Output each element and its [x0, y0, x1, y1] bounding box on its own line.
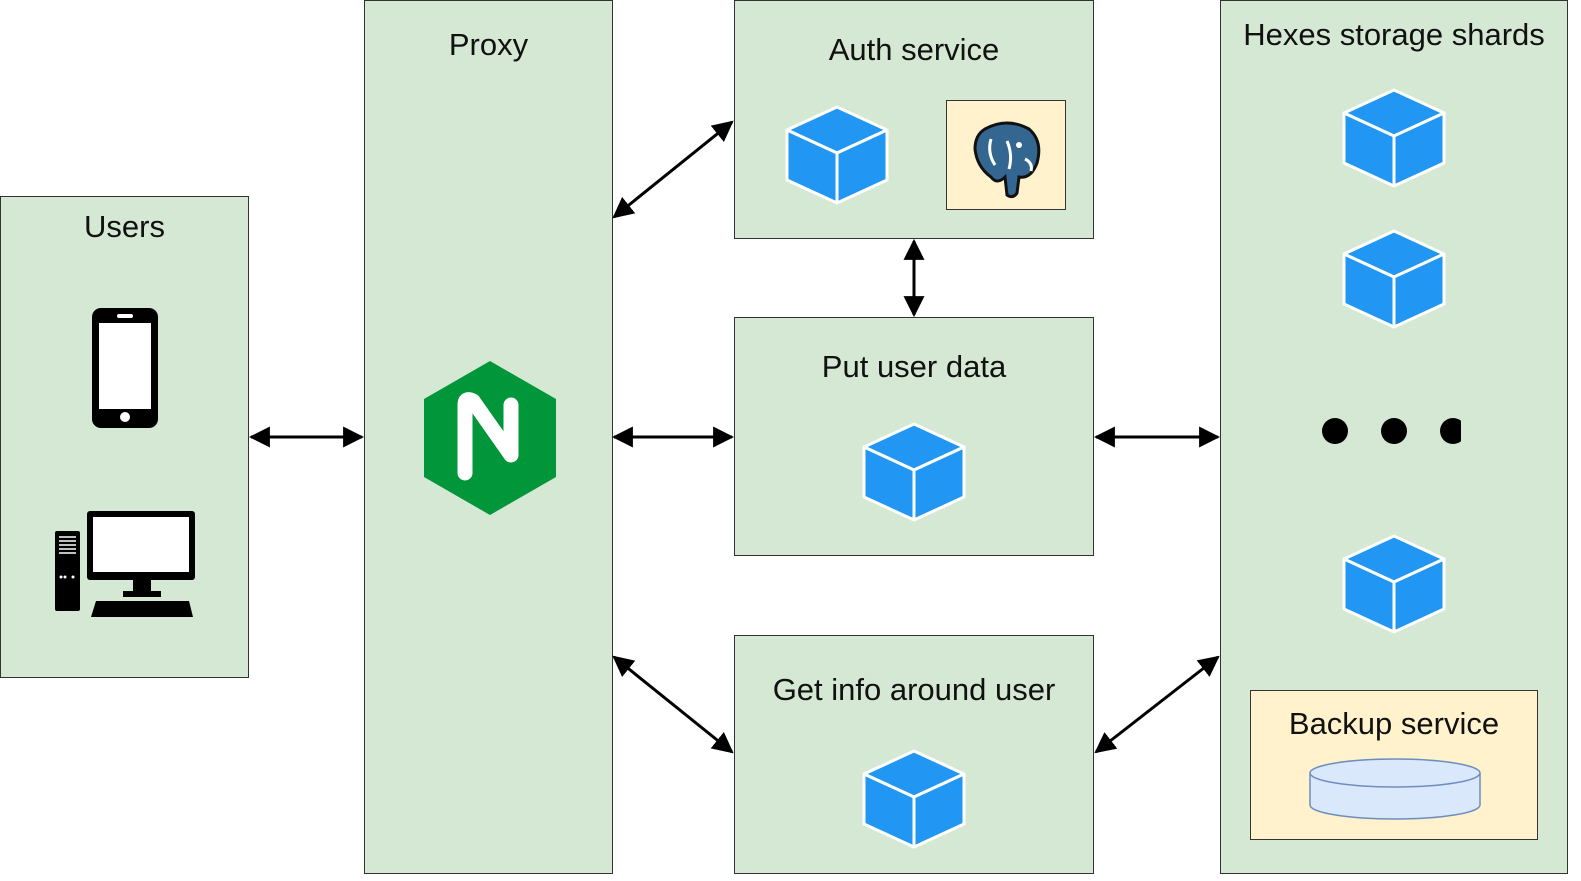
disk-cylinder-icon [1309, 758, 1481, 820]
cube-icon [785, 105, 889, 205]
hexes-storage-shards-title: Hexes storage shards [1243, 17, 1545, 52]
cube-icon [862, 422, 966, 522]
postgresql-database [946, 100, 1066, 210]
backup-service-title: Backup service [1288, 706, 1500, 741]
smartphone-icon [92, 308, 158, 428]
users-title: Users [84, 209, 165, 244]
proxy-get-arrow [612, 655, 734, 754]
backup-service-panel: Backup service [1250, 690, 1538, 840]
ellipsis-icon [1322, 418, 1461, 444]
get-info-around-user-title: Get info around user [772, 672, 1056, 707]
hexes-storage-shards-panel: Hexes storage shards Backup service [1220, 0, 1568, 874]
put-user-data-panel: Put user data [734, 317, 1094, 556]
nginx-logo [424, 361, 556, 515]
cube-icon [862, 749, 966, 849]
cube-icon [1342, 88, 1446, 188]
postgresql-elephant-icon [973, 121, 1041, 199]
cube-icon [1342, 229, 1446, 329]
get-info-around-user-panel: Get info around user [734, 635, 1094, 874]
proxy-title: Proxy [448, 27, 529, 62]
users-panel: Users [0, 196, 249, 678]
proxy-auth-arrow [612, 120, 734, 219]
put-user-data-title: Put user data [821, 349, 1007, 384]
get-shards-arrow [1094, 655, 1220, 754]
desktop-computer-icon [55, 511, 195, 617]
auth-service-title: Auth service [828, 32, 1000, 67]
cube-icon [1342, 534, 1446, 634]
auth-service-panel: Auth service [734, 0, 1094, 239]
